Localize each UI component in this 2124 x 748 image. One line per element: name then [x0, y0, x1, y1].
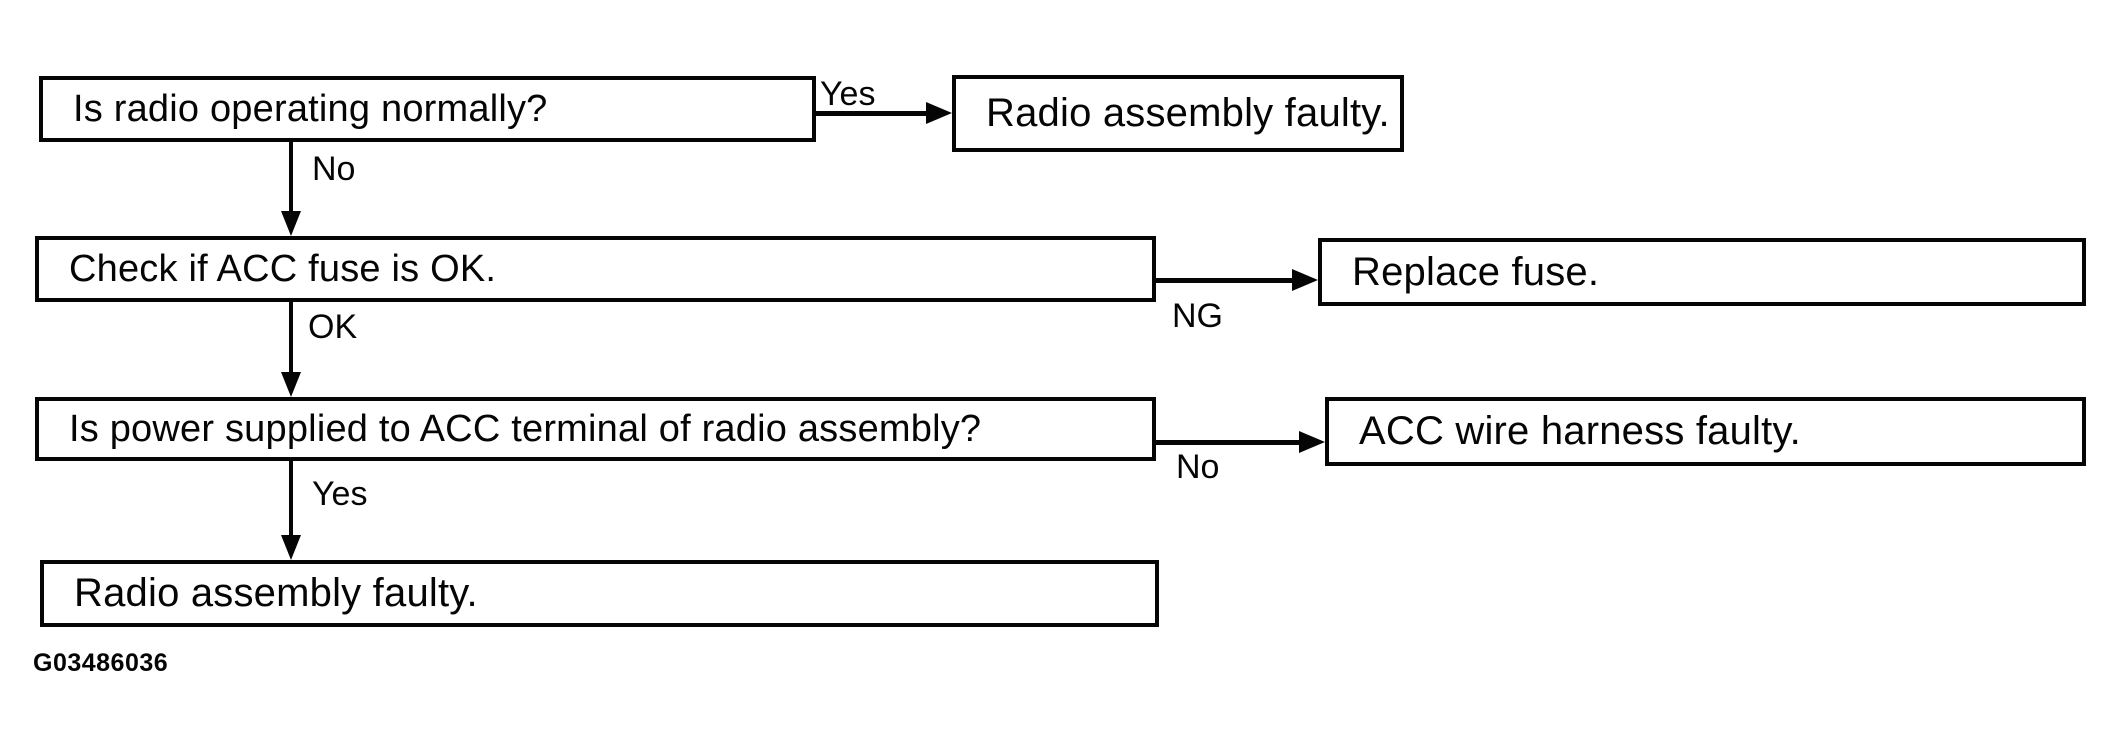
edge-label-no-2: No: [1176, 448, 1220, 486]
arrow-line: [1155, 277, 1292, 283]
arrow-q1-to-q2: [280, 142, 302, 236]
node-radio-assembly-faulty-top: Radio assembly faulty.: [952, 75, 1404, 152]
edge-label-yes-1: Yes: [820, 75, 876, 113]
arrow-head-down: [281, 535, 301, 560]
edge-label-ok: OK: [308, 308, 358, 346]
arrow-line: [289, 302, 293, 372]
arrow-q2-to-r2: [1155, 268, 1318, 292]
arrow-head-right: [1299, 431, 1325, 453]
arrow-q3-to-f1: [280, 461, 302, 560]
figure-code: G03486036: [33, 649, 169, 677]
arrow-line: [289, 461, 293, 535]
edge-label-yes-2: Yes: [312, 475, 368, 513]
arrow-q1-to-r1: [815, 101, 952, 125]
arrow-line: [289, 142, 293, 211]
node-acc-wire-harness-faulty: ACC wire harness faulty.: [1325, 397, 2086, 466]
arrow-line: [815, 110, 926, 116]
edge-label-ng: NG: [1172, 297, 1223, 335]
arrow-q2-to-q3: [280, 302, 302, 397]
edge-label-no-1: No: [312, 150, 356, 188]
node-replace-fuse: Replace fuse.: [1318, 238, 2086, 306]
arrow-head-down: [281, 372, 301, 397]
arrow-head-down: [281, 211, 301, 236]
node-check-acc-fuse: Check if ACC fuse is OK.: [35, 236, 1156, 302]
arrow-q3-to-r3: [1155, 430, 1325, 454]
node-is-radio-operating: Is radio operating normally?: [39, 76, 816, 142]
arrow-line: [1155, 439, 1299, 445]
node-power-supplied-acc-terminal: Is power supplied to ACC terminal of rad…: [35, 397, 1156, 461]
arrow-head-right: [1292, 269, 1318, 291]
node-radio-assembly-faulty-bottom: Radio assembly faulty.: [40, 560, 1159, 627]
arrow-head-right: [926, 102, 952, 124]
